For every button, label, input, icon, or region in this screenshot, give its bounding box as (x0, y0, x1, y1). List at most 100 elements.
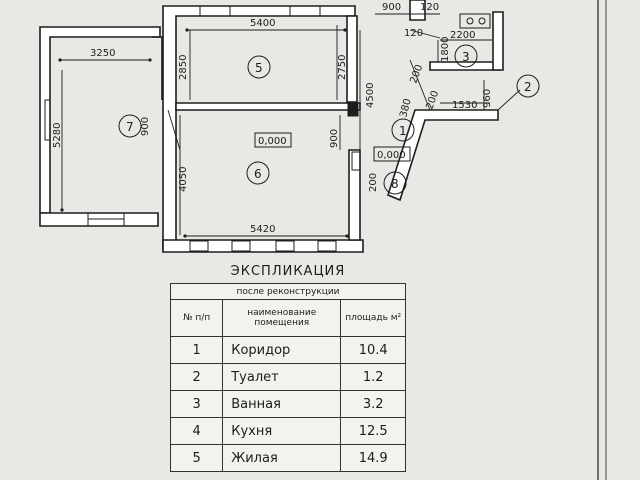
door-swing-left (167, 109, 181, 151)
room-label-7: 7 (126, 120, 134, 134)
row-num: 2 (169, 363, 224, 391)
dimension-ticks (58, 28, 349, 238)
dim-960: 960 (482, 89, 493, 108)
window-room7-left (44, 99, 51, 141)
dim-1800: 1800 (440, 37, 451, 62)
room-label-2: 2 (524, 80, 532, 94)
fixture-riser (351, 151, 361, 171)
row-num: 3 (169, 390, 224, 418)
wall-room3-right (492, 11, 504, 71)
fixture-column (347, 103, 359, 117)
dim-2200: 2200 (450, 30, 475, 41)
row-name: Коридор (222, 336, 342, 364)
dim-2850: 2850 (178, 55, 189, 80)
row-name: Кухня (222, 417, 342, 445)
dim-900-left: 900 (140, 117, 151, 136)
table-row: 4 Кухня 12.5 (169, 417, 406, 445)
row-name: Жилая (222, 444, 342, 472)
tick (343, 28, 347, 32)
table-row: 3 Ванная 3.2 (169, 390, 406, 418)
dimline-120 (409, 29, 441, 39)
row-name: Туалет (222, 363, 342, 391)
tick (58, 58, 62, 62)
room-label-8: 8 (391, 177, 399, 191)
tick (148, 58, 152, 62)
room-markers (118, 44, 540, 195)
row-area: 1.2 (340, 363, 406, 391)
room-marker-8 (383, 171, 407, 195)
level-corridor: 0,000 (377, 150, 406, 161)
table-row: 5 Жилая 14.9 (169, 444, 406, 472)
dim-5400: 5400 (250, 18, 275, 29)
window-room6-c (275, 240, 295, 252)
dim-120-a: 120 (420, 2, 439, 13)
windows (44, 5, 337, 252)
tick (60, 208, 64, 212)
dim-2750: 2750 (337, 55, 348, 80)
tick (183, 234, 187, 238)
row-num: 5 (169, 444, 224, 472)
fixture-circle-2 (478, 17, 486, 25)
window-room6-d (317, 240, 337, 252)
dim-5280: 5280 (52, 123, 63, 148)
header-num: № п/п (169, 299, 224, 337)
dim-1530: 1530 (452, 100, 477, 111)
dim-200-c: 200 (368, 173, 379, 192)
room-marker-6 (246, 161, 270, 185)
level-box-main (254, 132, 292, 148)
row-name: Ванная (222, 390, 342, 418)
row-area: 3.2 (340, 390, 406, 418)
row-num: 4 (169, 417, 224, 445)
room-label-3: 3 (462, 50, 470, 64)
row-area: 12.5 (340, 417, 406, 445)
room-marker-5 (247, 55, 271, 79)
room-label-1: 1 (399, 124, 407, 138)
wall-room5-6-partition (175, 102, 361, 111)
fixture-circle-1 (466, 17, 474, 25)
dim-900-mid: 900 (329, 129, 340, 148)
row-area: 14.9 (340, 444, 406, 472)
dim-5420: 5420 (250, 224, 275, 235)
level-box-corridor (373, 146, 411, 162)
header-area: площадь м² (340, 299, 406, 337)
dimension-lines (60, 13, 521, 237)
row-num: 1 (169, 336, 224, 364)
dim-4050: 4050 (178, 167, 189, 192)
tick (345, 234, 349, 238)
explication-subtitle-row: после реконструкции (170, 283, 406, 300)
room-marker-3 (454, 44, 478, 68)
walls (39, 0, 504, 253)
leader-room2 (497, 89, 521, 111)
door-swing-bath (409, 59, 431, 111)
wall-right-top-1 (409, 0, 426, 21)
explication-subtitle: после реконструкции (170, 283, 406, 300)
room-marker-1 (391, 118, 415, 142)
dim-120-b: 120 (404, 28, 423, 39)
window-room6-a (189, 240, 209, 252)
row-area: 10.4 (340, 336, 406, 364)
room-label-5: 5 (255, 61, 263, 75)
dim-4500: 4500 (365, 83, 376, 108)
explication-header-row: № п/п наименование помещения площадь м² (169, 299, 406, 337)
table-row: 1 Коридор 10.4 (169, 336, 406, 364)
window-room5-a (199, 5, 231, 17)
dim-900-top: 900 (382, 2, 401, 13)
room-marker-2 (516, 74, 540, 98)
header-name: наименование помещения (222, 299, 342, 337)
level-main: 0,000 (258, 136, 287, 147)
explication-table: после реконструкции № п/п наименование п… (169, 283, 406, 472)
dim-380: 380 (398, 97, 414, 118)
room-label-6: 6 (254, 167, 262, 181)
window-room5-b (289, 5, 321, 17)
fixtures (347, 13, 491, 171)
window-room6-b (231, 240, 251, 252)
explication-title: ЭКСПЛИКАЦИЯ (230, 264, 346, 279)
wall-room6-right (348, 149, 361, 241)
dim-3250: 3250 (90, 48, 115, 59)
wall-room7-right (152, 36, 163, 100)
tick (185, 28, 189, 32)
room-marker-7 (118, 114, 142, 138)
table-row: 2 Туалет 1.2 (169, 363, 406, 391)
wall-room5-right (346, 15, 358, 103)
